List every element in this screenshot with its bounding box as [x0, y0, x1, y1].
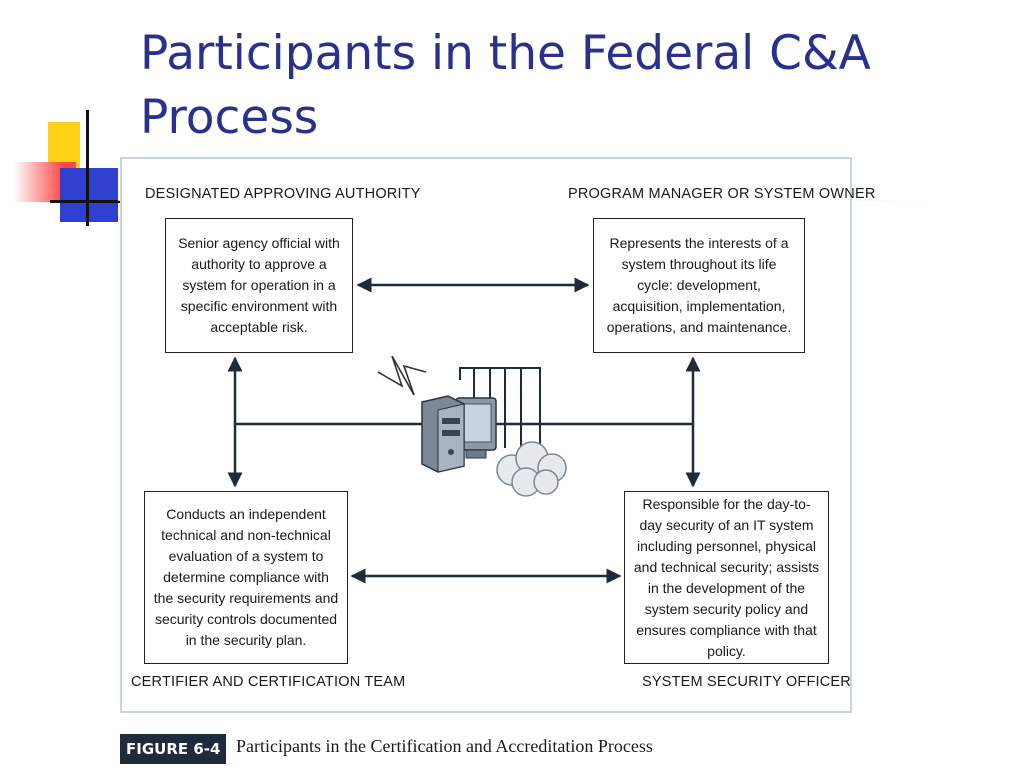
- figure-caption: Participants in the Certification and Ac…: [236, 736, 653, 756]
- box-approving-authority: Senior agency official with authority to…: [165, 218, 353, 353]
- role-label-certifier: CERTIFIER AND CERTIFICATION TEAM: [131, 674, 406, 690]
- decorative-vertical-line: [86, 110, 89, 226]
- role-label-approving-authority: DESIGNATED APPROVING AUTHORITY: [145, 186, 421, 202]
- decorative-blue-square: [60, 168, 118, 222]
- box-program-manager: Represents the interests of a system thr…: [593, 218, 805, 353]
- box-security-officer: Responsible for the day-to-day security …: [624, 491, 829, 664]
- computer-system-icon: [377, 355, 567, 497]
- slide-title: Participants in the Federal C&A Process: [140, 26, 871, 145]
- decorative-horizontal-line: [50, 200, 120, 203]
- box-certifier: Conducts an independent technical and no…: [144, 491, 348, 664]
- role-label-program-manager: PROGRAM MANAGER OR SYSTEM OWNER: [568, 186, 876, 202]
- figure-number: FIGURE 6-4: [120, 734, 227, 764]
- role-label-security-officer: SYSTEM SECURITY OFFICER: [642, 674, 851, 690]
